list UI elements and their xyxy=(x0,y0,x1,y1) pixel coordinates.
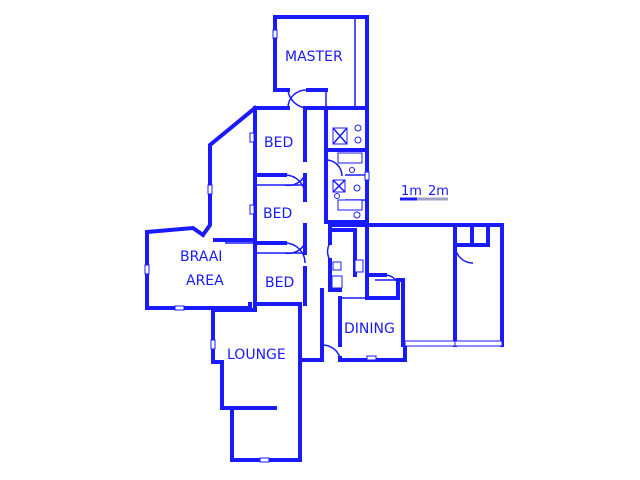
room-label-master: MASTER xyxy=(285,49,343,65)
bathroom-walls xyxy=(324,106,369,224)
windows xyxy=(144,29,377,463)
room-label-braai: BRAAI xyxy=(180,249,222,265)
scale-bar: 1m 2m xyxy=(400,184,449,201)
braai-walls xyxy=(145,105,258,310)
top-mark xyxy=(376,0,378,8)
room-label-bed-3: BED xyxy=(265,275,294,291)
room-label-dining: DINING xyxy=(344,321,395,337)
room-label-bed-1: BED xyxy=(264,135,293,151)
living-walls xyxy=(211,223,407,462)
room-label-bed-2: BED xyxy=(263,206,292,222)
room-label-area: AREA xyxy=(186,273,224,289)
garage-walls xyxy=(403,223,504,347)
scale-label-1m: 1m xyxy=(401,184,422,199)
room-label-lounge: LOUNGE xyxy=(227,347,286,363)
door-swings xyxy=(284,89,474,359)
master-walls xyxy=(273,15,369,152)
scale-label-2m: 2m xyxy=(428,184,449,199)
